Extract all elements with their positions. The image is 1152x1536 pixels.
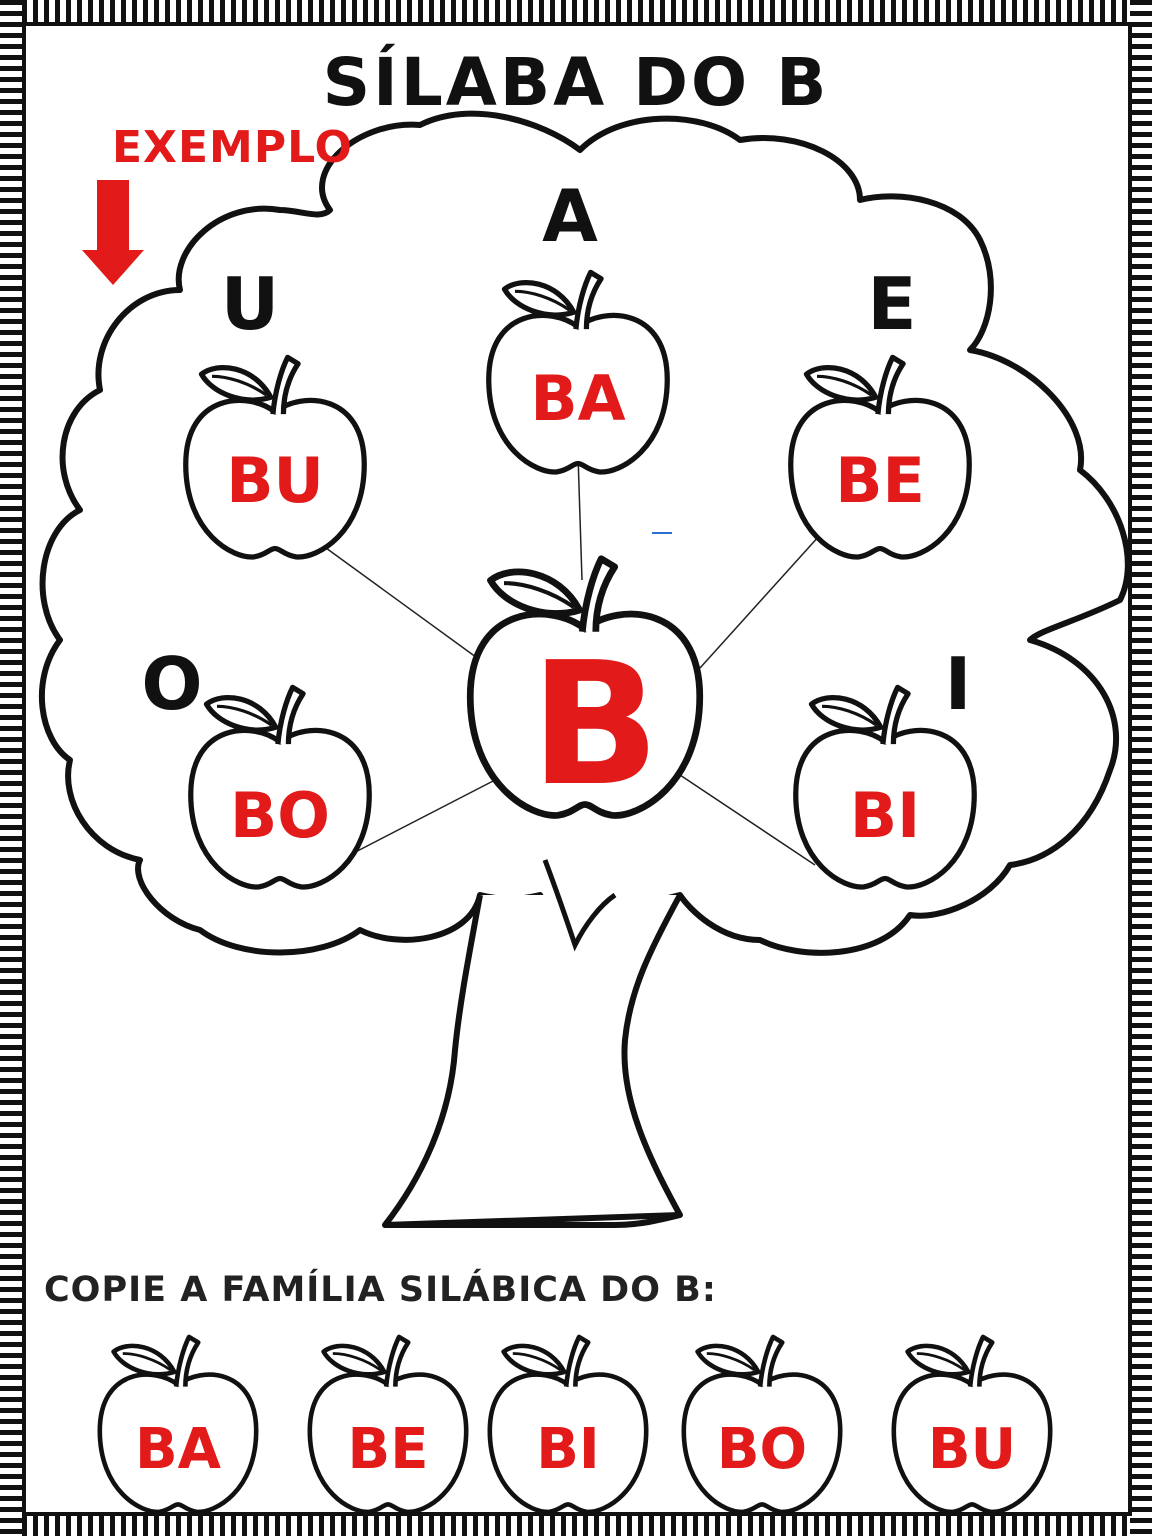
copy-syllable-bo: BO [716, 1417, 808, 1482]
example-label: EXEMPLO [112, 122, 353, 173]
syllable-bi: BI [849, 779, 921, 852]
vowel-a: A [542, 174, 598, 258]
copy-syllable-ba: BA [134, 1417, 222, 1482]
syllable-be: BE [835, 444, 925, 517]
vowel-i: I [944, 642, 972, 726]
copy-syllable-bi: BI [536, 1417, 600, 1482]
syllable-bo: BO [230, 779, 330, 852]
page-title: SÍLABA DO B [322, 44, 830, 121]
vowel-o: O [141, 642, 203, 726]
frame-bottom-border [0, 1514, 1152, 1536]
instruction-text: COPIE A FAMÍLIA SILÁBICA DO B: [44, 1270, 717, 1310]
syllable-ba: BA [530, 362, 626, 435]
vowel-u: U [220, 262, 280, 346]
connector-lines [314, 454, 821, 866]
frame-left-border [0, 0, 22, 1536]
copy-syllable-bu: BU [927, 1417, 1017, 1482]
syllable-bu: BU [226, 444, 324, 517]
frame-right-border [1130, 0, 1152, 1536]
frame-top-border [0, 0, 1152, 22]
tree-trunk [382, 893, 683, 1228]
central-letter: B [530, 626, 660, 824]
vowel-e: E [867, 262, 917, 346]
copy-syllable-be: BE [347, 1417, 429, 1482]
down-arrow-icon [82, 180, 144, 285]
